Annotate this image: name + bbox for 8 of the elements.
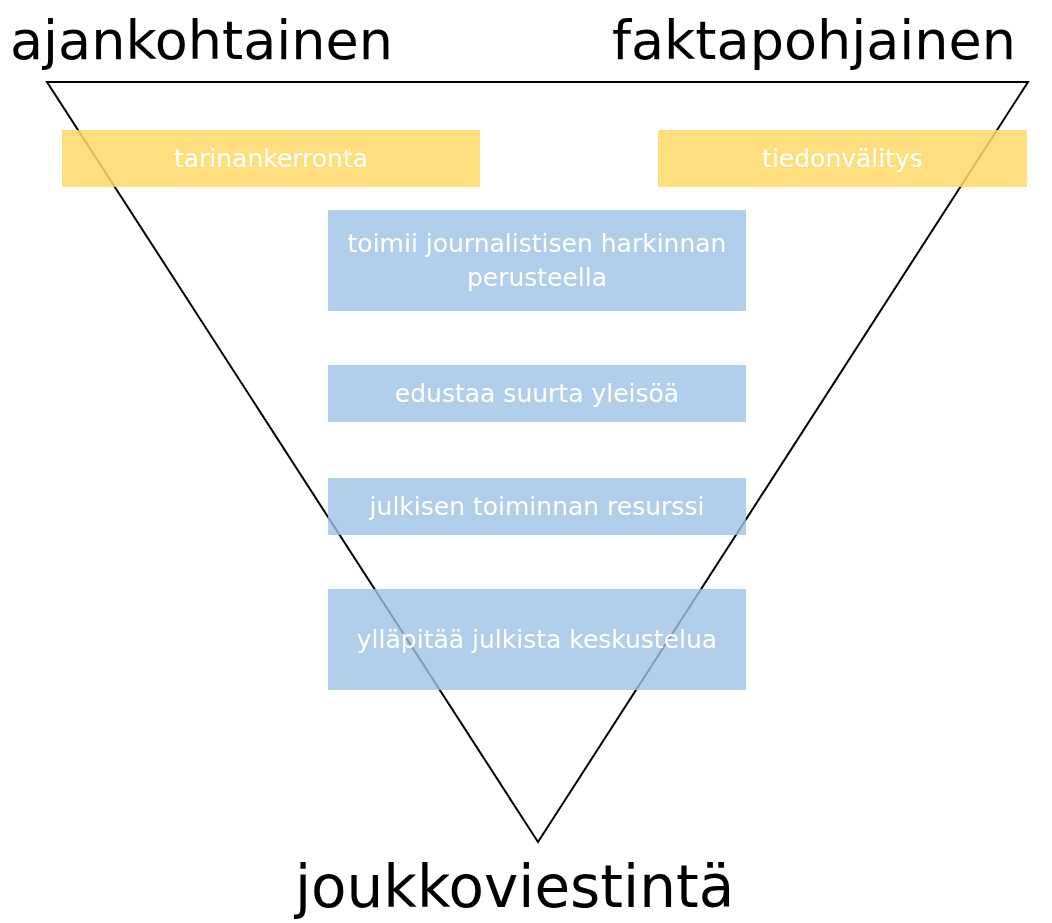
category-bar: tiedonvälitys xyxy=(658,130,1027,187)
feature-box: edustaa suurta yleisöä xyxy=(328,365,746,422)
feature-box: ylläpitää julkista keskustelua xyxy=(328,589,746,690)
feature-box: toimii journalistisen harkinnan perusteella xyxy=(328,210,746,311)
corner-label: ajankohtainen xyxy=(10,14,393,68)
feature-box: julkisen toiminnan resurssi xyxy=(328,478,746,535)
corner-label: faktapohjainen xyxy=(612,14,1016,68)
category-bar: tarinankerronta xyxy=(62,130,480,187)
